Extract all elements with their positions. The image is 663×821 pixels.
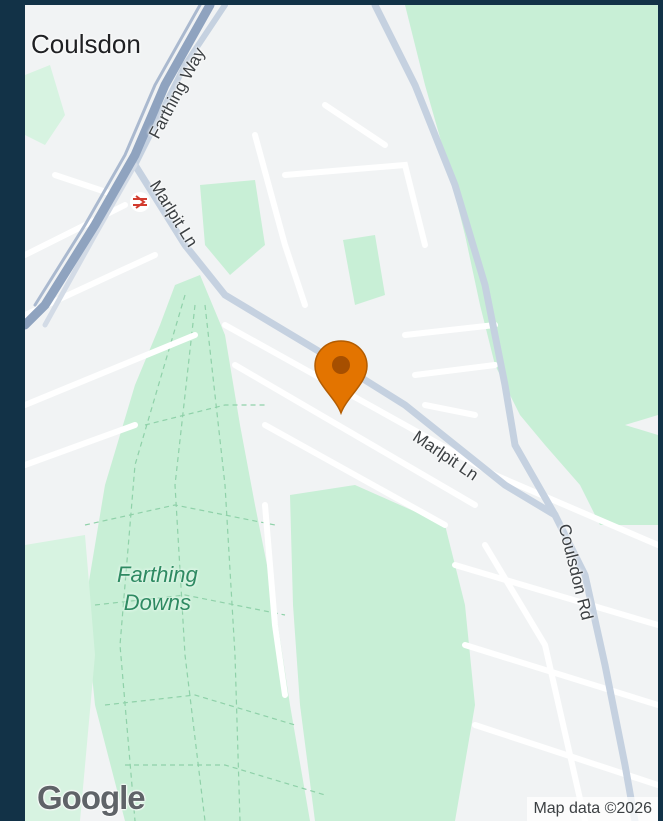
park-label-line-1: Farthing [117,562,198,587]
rail-station-icon[interactable] [129,191,151,213]
park-area-northwest [25,65,65,145]
park-area-small-north [200,180,265,275]
town-label-coulsdon: Coulsdon [31,29,141,59]
footpaths [84,294,326,821]
park-area-small-mid [343,235,385,305]
park-area-southwest [25,535,95,821]
park-area-south [290,485,475,821]
park-area-farthing-downs [85,275,310,821]
map-canvas[interactable]: Coulsdon Farthing Way Marlpit Ln Marlpit… [25,5,658,821]
park-label-line-2: Downs [123,590,191,615]
park-label-farthing-downs: Farthing Downs [117,561,198,617]
map-base-layer [25,5,658,821]
park-area-east-strip [545,425,658,525]
map-pin-icon[interactable] [313,339,369,415]
map-attribution[interactable]: Map data ©2026 [527,797,658,821]
major-roads [42,5,639,821]
railway [25,5,215,330]
google-logo: Google [37,779,146,816]
park-area-east-woodland [405,5,658,455]
